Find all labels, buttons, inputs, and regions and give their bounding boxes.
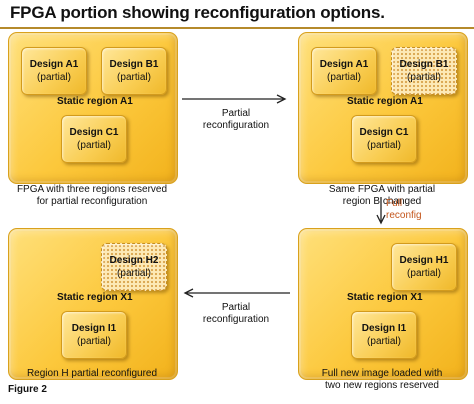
static-region-label: Static region X1 [57, 292, 133, 303]
caption-line: FPGA with three regions reserved [16, 184, 168, 195]
static-region-label: Static region A1 [347, 96, 423, 107]
region-partial-label: (partial) [77, 140, 111, 151]
arrow-label-line: reconfiguration [202, 314, 270, 325]
figure-label: Figure 2 [8, 384, 47, 395]
caption-line: region B changed [342, 196, 422, 207]
region-partial-label: (partial) [327, 72, 361, 83]
region-partial-label: (partial) [367, 336, 401, 347]
region-design-b1-changed: Design B1 (partial) [391, 47, 457, 95]
region-design-a1: Design A1 (partial) [311, 47, 377, 95]
region-name: Design I1 [361, 323, 407, 334]
fpga-panel-top-left: Design A1 (partial) Design B1 (partial) … [8, 32, 178, 184]
fpga-panel-bottom-left: Design H2 (partial) Static region X1 Des… [8, 228, 178, 380]
figure-title: FPGA portion showing reconfiguration opt… [10, 3, 385, 22]
static-region-label: Static region X1 [347, 292, 423, 303]
caption-line: two new regions reserved [325, 380, 439, 391]
region-name: Design I1 [71, 323, 117, 334]
caption-line: for partial reconfiguration [36, 196, 148, 207]
region-name: Design A1 [29, 59, 79, 70]
caption-top-left: FPGA with three regions reserved for par… [8, 184, 176, 208]
static-region-label: Static region A1 [57, 96, 133, 107]
region-design-h2-changed: Design H2 (partial) [101, 243, 167, 291]
region-name: Design B1 [109, 59, 159, 70]
region-name: Design H2 [109, 255, 159, 266]
region-partial-label: (partial) [117, 72, 151, 83]
arrow-label-line: Partial [221, 302, 251, 313]
arrow-label-line: Full [386, 198, 403, 209]
region-name: Design H1 [399, 255, 449, 266]
caption-line: Full new image loaded with [321, 368, 443, 379]
region-partial-label: (partial) [407, 72, 441, 83]
fpga-panel-top-right: Design A1 (partial) Design B1 (partial) … [298, 32, 468, 184]
caption-bottom-left: Region H partial reconfigured [8, 368, 176, 380]
arrow-label-full-reconfig: Full reconfig [386, 198, 422, 222]
title-rule [0, 27, 474, 29]
caption-bottom-right: Full new image loaded with two new regio… [298, 368, 466, 392]
caption-line: Region H partial reconfigured [26, 368, 158, 379]
region-design-b1: Design B1 (partial) [101, 47, 167, 95]
region-name: Design B1 [399, 59, 449, 70]
caption-top-right: Same FPGA with partial region B changed [298, 184, 466, 208]
region-design-i1: Design I1 (partial) [61, 311, 127, 359]
arrow-down-full [376, 197, 386, 225]
region-partial-label: (partial) [117, 268, 151, 279]
region-partial-label: (partial) [77, 336, 111, 347]
region-name: Design C1 [69, 127, 119, 138]
arrow-label-line: reconfiguration [202, 120, 270, 131]
region-design-i1: Design I1 (partial) [351, 311, 417, 359]
arrow-right-partial [182, 94, 287, 104]
region-design-a1: Design A1 (partial) [21, 47, 87, 95]
caption-line: Same FPGA with partial [328, 184, 436, 195]
arrow-label-line: reconfig [386, 210, 422, 221]
fpga-panel-bottom-right: Design H1 (partial) Static region X1 Des… [298, 228, 468, 380]
arrow-left-partial [183, 288, 290, 298]
arrow-label-top: Partial reconfiguration [180, 108, 292, 132]
region-name: Design C1 [359, 127, 409, 138]
region-name: Design A1 [319, 59, 369, 70]
region-partial-label: (partial) [37, 72, 71, 83]
region-partial-label: (partial) [367, 140, 401, 151]
region-design-c1: Design C1 (partial) [61, 115, 127, 163]
region-design-h1: Design H1 (partial) [391, 243, 457, 291]
region-partial-label: (partial) [407, 268, 441, 279]
arrow-label-bottom: Partial reconfiguration [180, 302, 292, 326]
region-design-c1: Design C1 (partial) [351, 115, 417, 163]
arrow-label-line: Partial [221, 108, 251, 119]
